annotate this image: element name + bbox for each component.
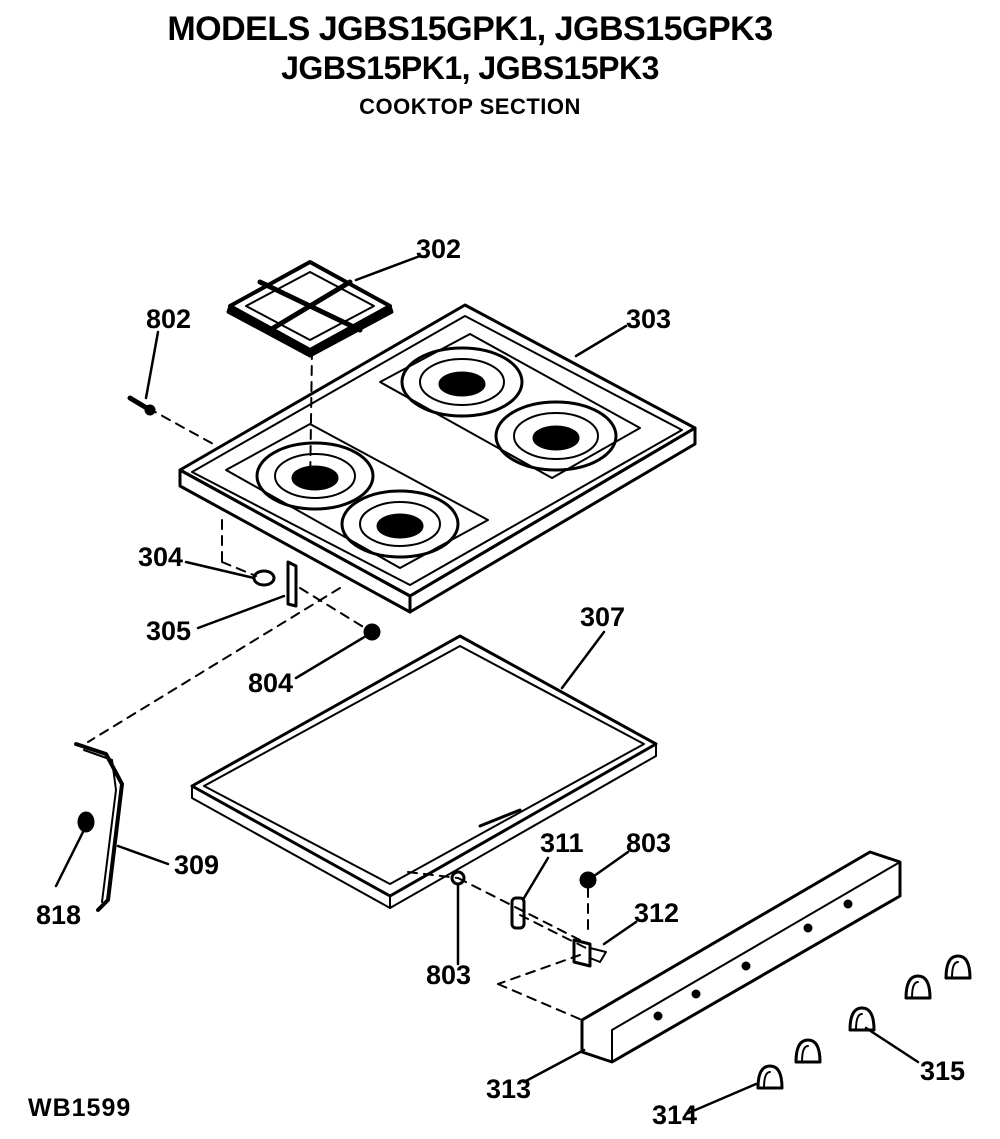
label-309: 309 bbox=[174, 850, 219, 880]
models-title: MODELS JGBS15GPK1, JGBS15GPK3 bbox=[167, 10, 773, 48]
label-313: 313 bbox=[486, 1074, 531, 1104]
assembly-dashed-lines bbox=[87, 349, 591, 1021]
part-labels: 302 303 802 304 305 804 307 309 818 311 … bbox=[36, 234, 965, 1130]
figure-code: WB1599 bbox=[28, 1094, 132, 1122]
label-803-lower: 803 bbox=[426, 960, 471, 990]
label-312: 312 bbox=[634, 898, 679, 928]
label-314: 314 bbox=[652, 1100, 697, 1130]
label-302: 302 bbox=[416, 234, 461, 264]
label-802: 802 bbox=[146, 304, 191, 334]
grate-302 bbox=[226, 260, 394, 358]
label-818: 818 bbox=[36, 900, 81, 930]
screw-802 bbox=[127, 395, 156, 416]
parts-311-312-803 bbox=[450, 870, 607, 968]
label-305: 305 bbox=[146, 616, 191, 646]
label-307: 307 bbox=[580, 602, 625, 632]
rod-309 bbox=[74, 742, 124, 912]
label-803-upper: 803 bbox=[626, 828, 671, 858]
tray-307 bbox=[190, 634, 658, 909]
label-804: 804 bbox=[248, 668, 293, 698]
models-subtitle: JGBS15PK1, JGBS15PK3 bbox=[281, 50, 659, 86]
section-title: COOKTOP SECTION bbox=[359, 94, 581, 119]
knobs-314-315 bbox=[756, 954, 972, 1090]
cooktop-303 bbox=[178, 303, 697, 614]
label-303: 303 bbox=[626, 304, 671, 334]
label-315: 315 bbox=[920, 1056, 965, 1086]
leader-lines bbox=[54, 254, 920, 1116]
label-304: 304 bbox=[138, 542, 183, 572]
label-311: 311 bbox=[540, 828, 584, 858]
